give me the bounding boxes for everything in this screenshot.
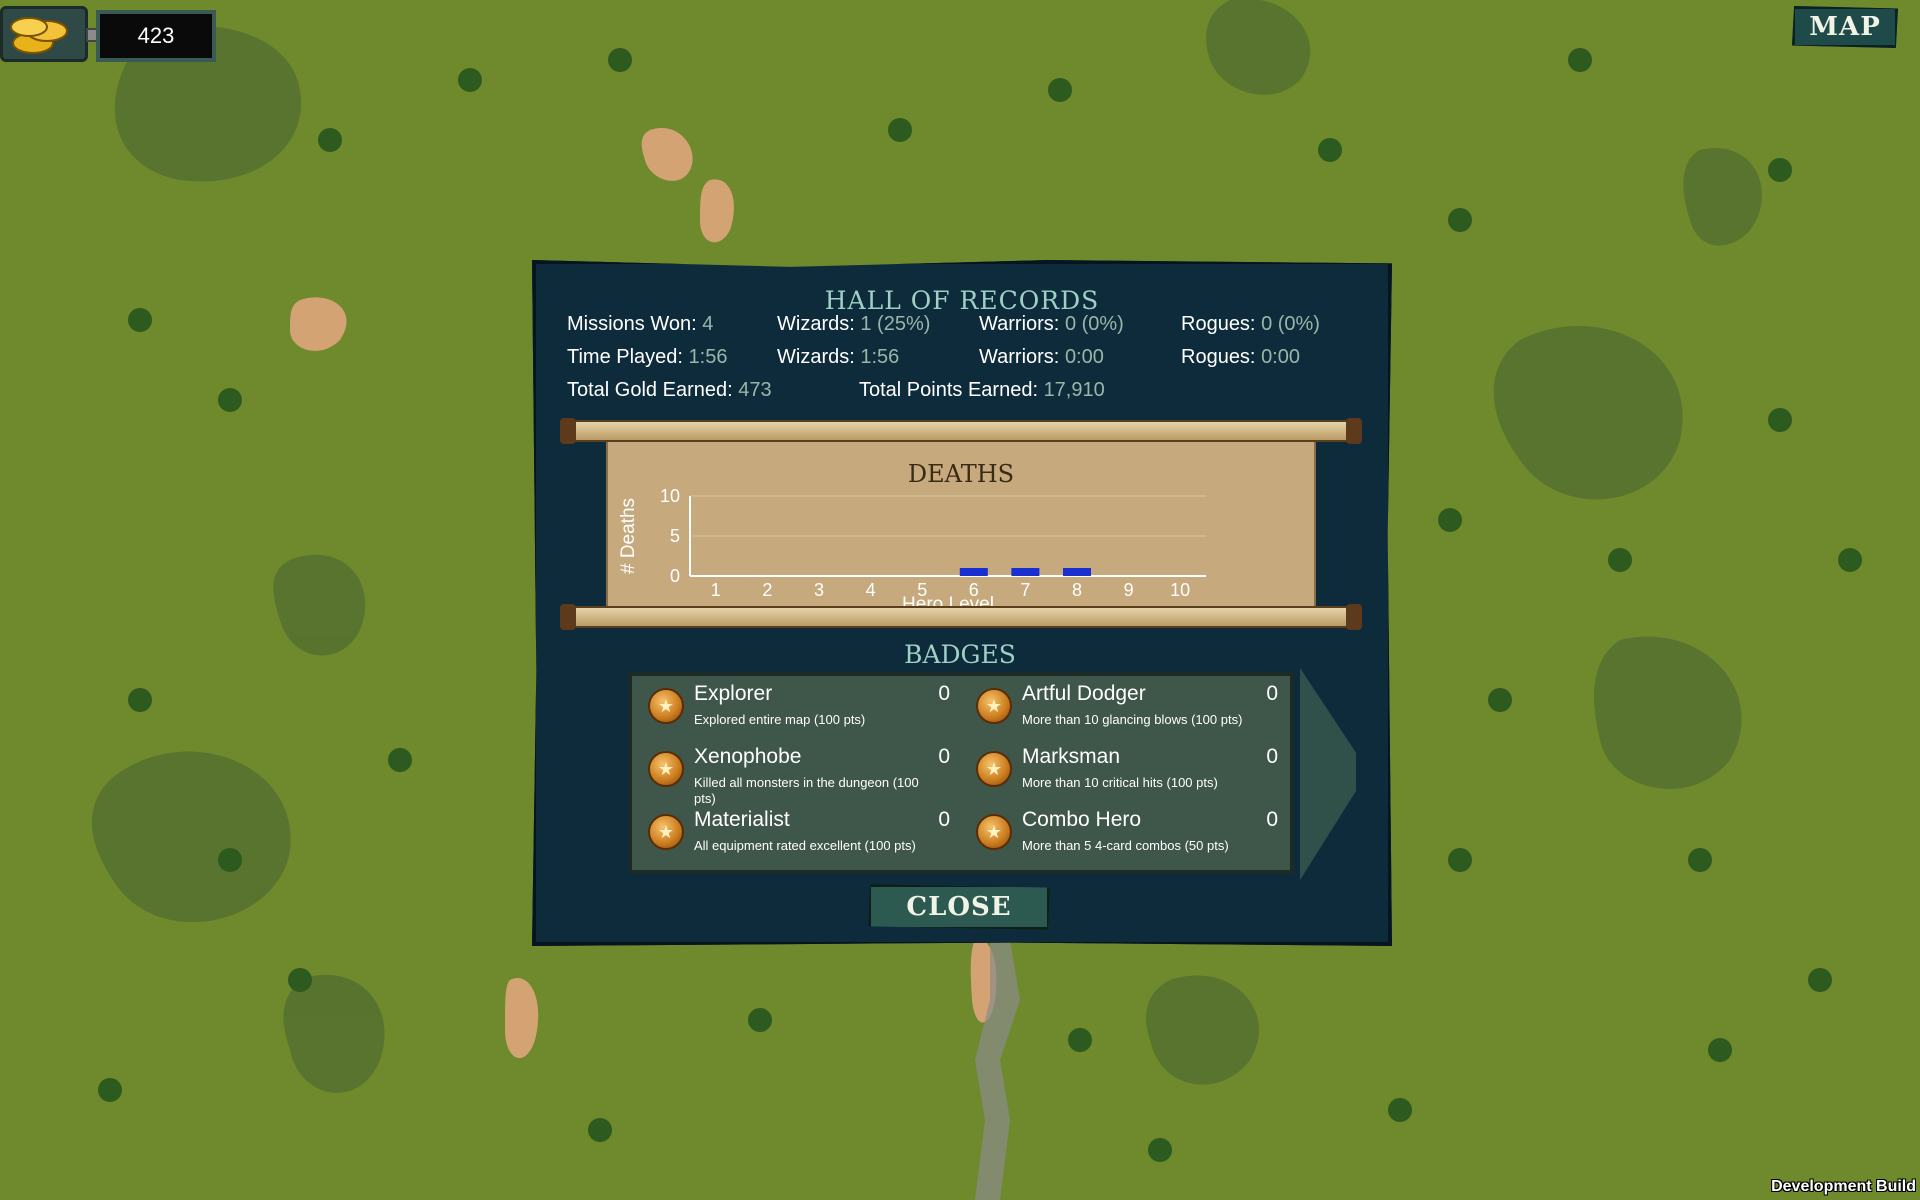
stat-label: Rogues: — [1181, 313, 1256, 335]
badge-count: 0 — [1266, 682, 1278, 705]
stat-value: 0 (0%) — [1064, 313, 1124, 335]
stat-wizards-count: Wizards: 1 (25%) — [777, 313, 930, 336]
badge-item: Artful Dodger 0 More than 10 glancing bl… — [968, 682, 1288, 744]
stat-label: Time Played: — [567, 346, 683, 368]
badge-item: Materialist 0 All equipment rated excell… — [640, 808, 960, 870]
stat-value: 17,910 — [1043, 379, 1105, 401]
stat-value: 0:00 — [1064, 346, 1104, 368]
x-tick-label: 3 — [814, 580, 824, 600]
badge-description: More than 5 4-card combos (50 pts) — [1022, 838, 1229, 853]
badges-title: BADGES — [904, 640, 1016, 669]
gold-counter: 423 — [0, 6, 220, 62]
stat-label: Missions Won: — [567, 313, 697, 335]
stat-value: 1 (25%) — [860, 313, 931, 335]
badge-description: All equipment rated excellent (100 pts) — [694, 838, 916, 853]
badge-description: Explored entire map (100 pts) — [694, 712, 866, 727]
stat-value: 1:56 — [688, 346, 728, 368]
stat-value: 0:00 — [1261, 346, 1300, 368]
badge-item: Marksman 0 More than 10 critical hits (1… — [968, 745, 1288, 807]
medal-icon — [648, 814, 684, 850]
stat-label: Wizards: — [777, 346, 855, 368]
y-tick-label: 5 — [670, 526, 680, 546]
badge-description: Killed all monsters in the dungeon (100 … — [694, 775, 919, 806]
development-build-label: Development Build — [1771, 1178, 1916, 1195]
badge-count: 0 — [938, 682, 950, 705]
panel-title: HALL OF RECORDS — [824, 286, 1100, 315]
stat-label: Warriors: — [979, 346, 1060, 368]
x-tick-label: 7 — [1020, 580, 1030, 600]
stat-rogues-count: Rogues: 0 (0%) — [1181, 313, 1320, 336]
stat-value: 0 (0%) — [1261, 313, 1320, 335]
x-tick-label: 4 — [866, 580, 876, 600]
scroll-rod-top — [560, 418, 1362, 444]
stat-warriors-time: Warriors: 0:00 — [979, 346, 1104, 369]
map-button[interactable]: MAP — [1792, 6, 1898, 48]
gold-amount: 423 — [96, 10, 216, 62]
stat-rogues-time: Rogues: 0:00 — [1181, 346, 1300, 369]
badge-name: Artful Dodger — [1022, 682, 1146, 705]
stat-total-points: Total Points Earned: 17,910 — [859, 379, 1105, 402]
badge-count: 0 — [1266, 745, 1278, 768]
gold-coins-icon — [0, 6, 88, 62]
x-tick-label: 9 — [1124, 580, 1134, 600]
stat-value: 473 — [738, 379, 772, 401]
badge-description: More than 10 critical hits (100 pts) — [1022, 775, 1218, 790]
badge-count: 0 — [938, 808, 950, 831]
x-tick-label: 10 — [1170, 580, 1190, 600]
badge-item: Xenophobe 0 Killed all monsters in the d… — [640, 745, 960, 807]
bar — [959, 568, 988, 576]
medal-icon — [648, 751, 684, 787]
badge-name: Explorer — [694, 682, 773, 705]
stat-time-played: Time Played: 1:56 — [567, 346, 727, 369]
stat-value: 4 — [702, 313, 714, 335]
x-axis-label: Hero Level — [902, 594, 994, 606]
y-tick-label: 10 — [660, 486, 680, 506]
badge-name: Materialist — [694, 808, 790, 831]
stat-label: Warriors: — [979, 313, 1060, 335]
x-tick-label: 2 — [762, 580, 772, 600]
stat-total-gold: Total Gold Earned: 473 — [567, 379, 772, 402]
chart-title: DEATHS — [907, 460, 1015, 488]
parchment: DEATHS — [606, 436, 1316, 606]
badge-name: Xenophobe — [694, 745, 802, 768]
stat-value: 1:56 — [860, 346, 900, 368]
badge-name: Combo Hero — [1022, 808, 1142, 831]
x-tick-label: 1 — [711, 580, 721, 600]
badge-item: Explorer 0 Explored entire map (100 pts) — [640, 682, 960, 744]
medal-icon — [976, 751, 1012, 787]
x-tick-label: 8 — [1072, 580, 1082, 600]
bar — [1011, 568, 1040, 576]
stat-warriors-count: Warriors: 0 (0%) — [979, 313, 1124, 336]
close-button[interactable]: CLOSE — [868, 884, 1050, 930]
stat-missions-won: Missions Won: 4 — [567, 313, 713, 336]
badge-count: 0 — [938, 745, 950, 768]
badge-description: More than 10 glancing blows (100 pts) — [1022, 712, 1243, 727]
stat-label: Total Points Earned: — [859, 379, 1038, 401]
badges-list: Explorer 0 Explored entire map (100 pts)… — [628, 672, 1294, 874]
medal-icon — [648, 688, 684, 724]
medal-icon — [976, 688, 1012, 724]
y-tick-label: 0 — [670, 566, 680, 586]
x-tick-label: 5 — [917, 580, 927, 600]
bar — [1063, 568, 1091, 576]
badge-item: Combo Hero 0 More than 5 4-card combos (… — [968, 808, 1288, 870]
stat-label: Total Gold Earned: — [567, 379, 733, 401]
stat-label: Rogues: — [1181, 346, 1256, 368]
y-axis-label: # Deaths — [618, 498, 639, 574]
scroll-rod-bottom — [560, 604, 1362, 630]
x-tick-label: 6 — [969, 580, 979, 600]
stat-label: Wizards: — [777, 313, 855, 335]
stat-wizards-time: Wizards: 1:56 — [777, 346, 899, 369]
badge-count: 0 — [1266, 808, 1278, 831]
medal-icon — [976, 814, 1012, 850]
badge-name: Marksman — [1022, 745, 1121, 768]
